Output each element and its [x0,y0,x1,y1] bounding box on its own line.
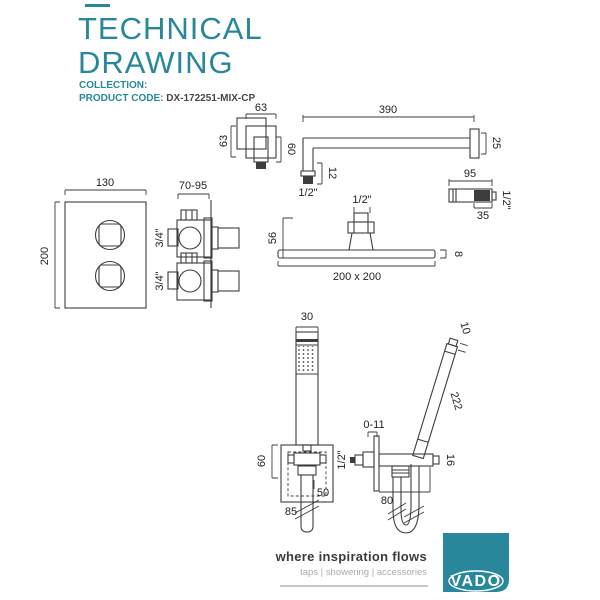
shower-arm-front-view: 63 63 60 [218,102,297,169]
accent-bar [85,4,110,7]
dim-arm-flange-height: 63 [218,125,236,158]
dim-outlet-nut: 35 [473,203,493,222]
dim-head-plate: 200 x 200 [277,261,436,283]
vado-logo: VADO [443,533,509,592]
valve-front-view: 130 200 [39,177,147,309]
dim-outlet-plate-height: 60 [256,444,278,479]
handset-side-view: 0-11 10 222 16 1/2" [336,321,472,534]
dim-handset-width: 30 [295,311,319,332]
vado-logo-text: VADO [450,573,501,590]
dim-holder-adjust: 0-11 [363,419,384,431]
dim-label: 80 [381,495,393,507]
outlet-thread-label: 1/2" [500,190,512,209]
vado-logo-box [443,533,509,592]
head-thread-label: 1/2" [352,194,371,206]
product-code-value: DX-172251-MIX-CP [166,93,256,104]
dim-label: 35 [477,210,489,222]
dim-label: 95 [464,168,476,180]
title-line2: DRAWING [78,45,234,80]
valve-side-view: 70-95 3/4" 3/4" [154,180,240,308]
dim-label: 200 [39,247,51,265]
dim-valve-width: 130 [64,177,147,195]
dim-head-neck-height: 56 [267,217,293,259]
collection-label: COLLECTION: [79,80,148,91]
handset-front-view: 30 60 50 85 [256,311,334,533]
dim-holder-projection: 80 [379,467,431,507]
dim-outlet-total: 85 [285,506,297,518]
dim-holder-bar: 16 [444,454,456,466]
dim-arm-wall-flange: 25 [481,132,502,155]
dim-label: 70-95 [179,180,207,192]
valve-inlet-top-label: 3/4" [154,228,166,247]
footer-tagline: where inspiration flows [275,549,427,564]
arm-thread-label: 1/2" [298,187,317,199]
dim-arm-outlet-drop: 12 [317,162,338,185]
product-code-label: PRODUCT CODE: [79,93,164,104]
product-meta: COLLECTION: PRODUCT CODE: DX-172251-MIX-… [79,79,255,105]
title-line1: TECHNICAL [78,11,263,46]
dim-label: 25 [490,137,502,149]
vado-logo-ellipse [448,570,504,592]
footer-services: taps | showering | accessories [300,567,427,578]
dim-label: 63 [218,135,230,147]
dim-arm-drop: 60 [276,136,297,163]
dim-handset-tip: 10 [457,321,472,336]
dim-arm-length: 390 [302,104,475,122]
dim-handset-length: 222 [447,391,464,412]
dim-label: 12 [326,167,338,179]
dim-label: 63 [255,102,267,114]
dim-label: 30 [301,311,313,323]
dim-label: 60 [256,455,268,467]
wall-outlet-view: 95 35 1/2" [448,168,512,222]
dim-label: 56 [267,232,279,244]
dim-outlet-plate-inner: 50 [317,487,329,499]
valve-inlet-bottom-label: 3/4" [154,271,166,290]
shower-head-side-view: 1/2" 56 200 x 200 8 [267,194,464,283]
dim-valve-height: 200 [39,201,60,309]
dim-valve-depth: 70-95 [177,180,210,199]
footer: where inspiration flows taps | showering… [275,533,509,592]
shower-arm-side-view: 390 12 1/2" 25 [298,104,502,199]
dim-label: 390 [379,104,397,116]
holder-thread-label: 1/2" [336,450,348,469]
dim-label: 60 [285,143,297,155]
handset-body [412,337,468,460]
dim-outlet-length: 95 [448,168,493,186]
dim-head-thickness: 8 [440,249,464,259]
dim-label: 200 x 200 [333,271,381,283]
page-title: TECHNICAL DRAWING [78,12,263,80]
dim-label: 8 [452,251,464,257]
dim-label: 130 [96,177,114,189]
dim-arm-flange-width: 63 [245,102,277,119]
